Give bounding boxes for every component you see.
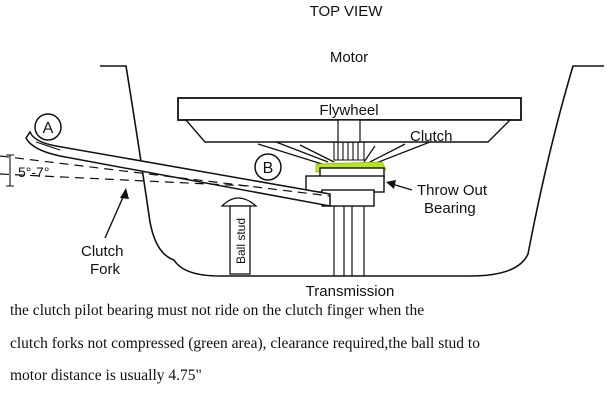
fork-label-line1: Clutch (81, 243, 124, 260)
marker-b-label: B (263, 160, 274, 177)
transmission-label: Transmission (306, 283, 395, 300)
ball-stud-head (220, 197, 258, 207)
throw-out-label-line1: Throw Out (417, 182, 488, 199)
caption-line-1: the clutch pilot bearing must not ride o… (10, 302, 425, 319)
clutch-fork (25, 130, 331, 207)
view-title: TOP VIEW (310, 3, 384, 20)
angle-reference-line-2 (0, 173, 251, 187)
marker-a-label: A (43, 120, 54, 137)
throw-out-label-line2: Bearing (424, 200, 476, 217)
motor-label: Motor (330, 49, 368, 66)
ball-stud-label: Ball stud (234, 218, 248, 264)
caption-line-2: clutch forks not compressed (green area)… (10, 335, 480, 352)
caption-line-3: motor distance is usually 4.75" (10, 367, 202, 384)
fork-arrow-head-icon (120, 188, 129, 199)
angle-bracket (6, 154, 14, 187)
throw-out-arrow-head-icon (386, 180, 396, 189)
angle-label: 5°-7° (18, 164, 49, 180)
marker-b-circle (254, 153, 282, 181)
marker-a-circle (34, 113, 62, 141)
ball-stud-body (229, 205, 251, 275)
clutch-fork-tip-line (35, 141, 61, 151)
clutch-fingers (257, 141, 431, 165)
angle-reference-line-1 (0, 155, 331, 197)
input-shaft-hub (337, 119, 361, 143)
fork-label-line2: Fork (90, 261, 121, 278)
clutch-label: Clutch (410, 128, 453, 145)
fork-arrow-shaft (104, 194, 125, 239)
input-shaft (333, 206, 365, 276)
splined-hub (333, 142, 365, 161)
throw-out-arrow-shaft (391, 183, 413, 191)
flywheel-label: Flywheel (319, 102, 378, 119)
